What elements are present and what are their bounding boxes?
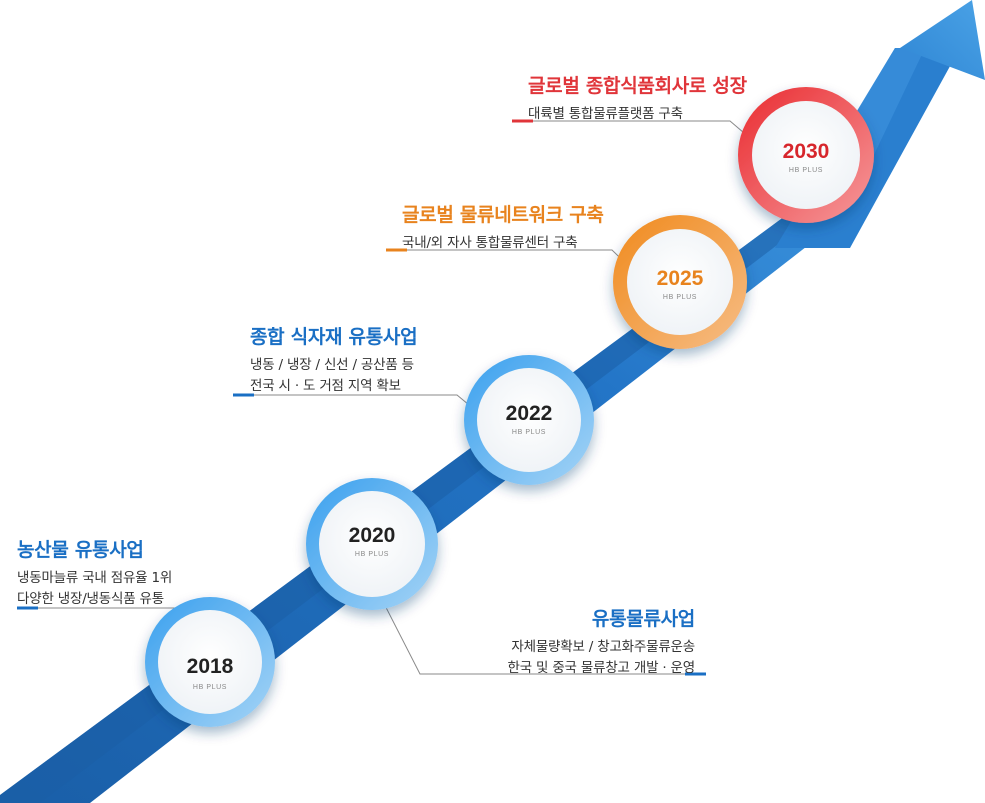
milestone-2025 <box>613 215 747 349</box>
milestone-2020 <box>306 478 438 610</box>
leader-2022 <box>250 394 493 425</box>
label-2025-line1: 국내/외 자사 통합물류센터 구축 <box>402 235 578 251</box>
label-2022-line1: 냉동 / 냉장 / 신선 / 공산품 등 <box>250 357 414 373</box>
sub-2022: HB PLUS <box>512 429 546 436</box>
label-2022: 종합 식자재 유통사업 냉동 / 냉장 / 신선 / 공산품 등 전국 시 · … <box>250 322 418 397</box>
year-2022: 2022 <box>506 402 553 425</box>
label-2018: 농산물 유통사업 냉동마늘류 국내 점유율 1위 다양한 냉장/냉동식품 유통 <box>17 535 172 610</box>
label-2020-line2: 한국 및 중국 물류창고 개발 · 운영 <box>507 660 696 676</box>
label-2030-line1: 대륙별 통합물류플랫폼 구축 <box>528 106 683 122</box>
label-2025-title: 글로벌 물류네트워크 구축 <box>402 204 604 226</box>
label-2030: 글로벌 종합식품회사로 성장 대륙별 통합물류플랫폼 구축 <box>528 71 747 125</box>
label-2020-line1: 자체물량확보 / 창고화주물류운송 <box>511 639 695 655</box>
year-2020: 2020 <box>349 524 396 547</box>
milestone-2018 <box>145 597 275 727</box>
year-2018: 2018 <box>187 655 234 678</box>
leader-accents <box>17 119 706 676</box>
milestone-2022 <box>464 355 594 485</box>
label-2020-title: 유통물류사업 <box>591 608 695 630</box>
leader-2030 <box>528 120 765 151</box>
leader-2020 <box>372 581 690 675</box>
sub-2020: HB PLUS <box>355 551 389 558</box>
label-2030-title: 글로벌 종합식품회사로 성장 <box>528 75 747 97</box>
milestone-2030 <box>738 87 874 223</box>
sub-2030: HB PLUS <box>789 167 823 174</box>
sub-2025: HB PLUS <box>663 294 697 301</box>
year-2025: 2025 <box>657 267 704 290</box>
label-2022-title: 종합 식자재 유통사업 <box>250 326 418 348</box>
leader-2025 <box>402 249 646 283</box>
year-2030: 2030 <box>783 140 830 163</box>
label-2018-line1: 냉동마늘류 국내 점유율 1위 <box>17 570 173 586</box>
label-2018-line2: 다양한 냉장/냉동식품 유통 <box>17 591 164 607</box>
label-2020: 유통물류사업 자체물량확보 / 창고화주물류운송 한국 및 중국 물류창고 개발… <box>508 604 696 679</box>
label-2022-line2: 전국 시 · 도 거점 지역 확보 <box>250 378 401 394</box>
sub-2018: HB PLUS <box>193 684 227 691</box>
label-2018-title: 농산물 유통사업 <box>17 539 144 561</box>
label-2025: 글로벌 물류네트워크 구축 국내/외 자사 통합물류센터 구축 <box>402 200 604 254</box>
